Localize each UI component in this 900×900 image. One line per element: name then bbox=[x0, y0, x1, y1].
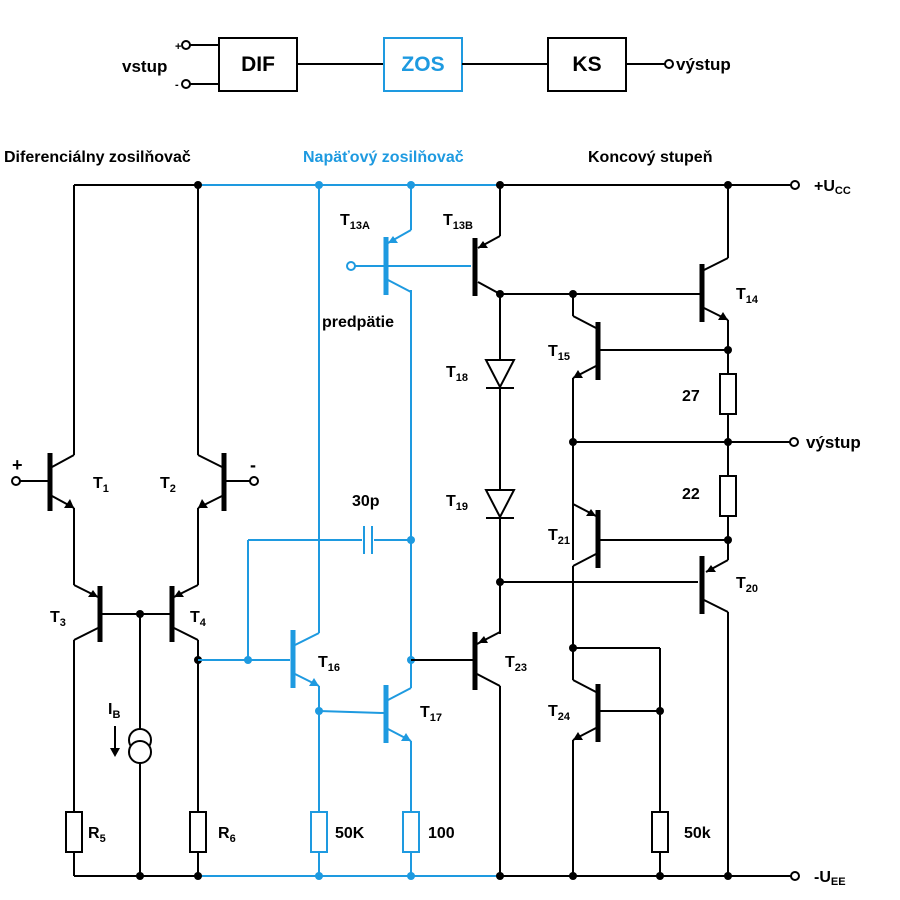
t4-label: T4 bbox=[190, 609, 207, 629]
bias-terminal bbox=[346, 261, 356, 271]
zos-block bbox=[383, 37, 463, 92]
r5-label: R5 bbox=[88, 825, 106, 845]
t24-label: T24 bbox=[548, 703, 571, 723]
r-50K-label: 50K bbox=[335, 825, 365, 842]
diode-t19 bbox=[484, 489, 516, 520]
block-input-label: vstup bbox=[122, 57, 167, 76]
resistor-22 bbox=[719, 475, 737, 517]
block-input-plus-terminal bbox=[181, 40, 191, 50]
t17-label: T17 bbox=[420, 704, 442, 724]
t21-label: T21 bbox=[548, 527, 570, 547]
section-output-stage: Koncový stupeň bbox=[588, 149, 712, 166]
ks-block bbox=[547, 37, 627, 92]
t13b-label: T13B bbox=[443, 212, 473, 232]
input-plus-sign: + bbox=[12, 455, 23, 475]
output-label: výstup bbox=[806, 433, 861, 452]
block-input-minus-terminal bbox=[181, 79, 191, 89]
section-differential: Diferenciálny zosilňovač bbox=[4, 149, 191, 166]
input-plus-terminal bbox=[11, 476, 21, 486]
resistor-50k bbox=[651, 811, 669, 853]
block-output-terminal bbox=[664, 59, 674, 69]
cap-label: 30p bbox=[352, 493, 380, 510]
t3-label: T3 bbox=[50, 609, 66, 629]
resistor-r6 bbox=[189, 811, 207, 853]
t20-label: T20 bbox=[736, 575, 758, 595]
block-output-label: výstup bbox=[676, 55, 731, 74]
vcc-terminal bbox=[790, 180, 800, 190]
t1-label: T1 bbox=[93, 475, 109, 495]
ib-label: IB bbox=[108, 701, 120, 721]
voltage-amp-stage: 30p T16 T17 T13A predpätie bbox=[198, 181, 471, 880]
t15-label: T15 bbox=[548, 343, 570, 363]
t14-label: T14 bbox=[736, 286, 759, 306]
block-input-minus: - bbox=[175, 79, 179, 91]
t23-label: T23 bbox=[505, 654, 527, 674]
r-22-label: 22 bbox=[682, 486, 700, 503]
resistor-27 bbox=[719, 373, 737, 415]
differential-stage: + T1 - T2 T3 T4 bbox=[11, 181, 259, 880]
input-minus-sign: - bbox=[250, 455, 256, 475]
resistor-50K bbox=[310, 811, 328, 853]
vee-terminal bbox=[790, 871, 800, 881]
t16-label: T16 bbox=[318, 654, 340, 674]
diode-t18 bbox=[484, 359, 516, 390]
vcc-rail: +UCC bbox=[74, 178, 851, 197]
block-diagram: vstup + - DIF ZOS KS výstup bbox=[122, 37, 731, 92]
block-input-plus: + bbox=[175, 41, 181, 53]
t2-label: T2 bbox=[160, 475, 176, 495]
r6-label: R6 bbox=[218, 825, 236, 845]
vee-label: -UEE bbox=[814, 869, 846, 888]
t18-label: T18 bbox=[446, 364, 468, 384]
t19-label: T19 bbox=[446, 493, 468, 513]
ks-block-label: KS bbox=[572, 53, 601, 76]
r-50k-label: 50k bbox=[684, 825, 711, 842]
bias-label: predpätie bbox=[322, 314, 394, 331]
r-27-label: 27 bbox=[682, 388, 700, 405]
dif-block-label: DIF bbox=[241, 53, 275, 76]
output-stage: T13B T18 T19 T23 T14 bbox=[411, 181, 861, 880]
resistor-100 bbox=[402, 811, 420, 853]
zos-block-label: ZOS bbox=[401, 53, 444, 76]
vcc-label: +UCC bbox=[814, 178, 851, 197]
resistor-r5 bbox=[65, 811, 83, 853]
section-voltage-amp: Napäťový zosilňovač bbox=[303, 149, 464, 166]
output-terminal bbox=[789, 437, 799, 447]
r-100-label: 100 bbox=[428, 825, 455, 842]
input-minus-terminal bbox=[249, 476, 259, 486]
t13a-label: T13A bbox=[340, 212, 370, 232]
